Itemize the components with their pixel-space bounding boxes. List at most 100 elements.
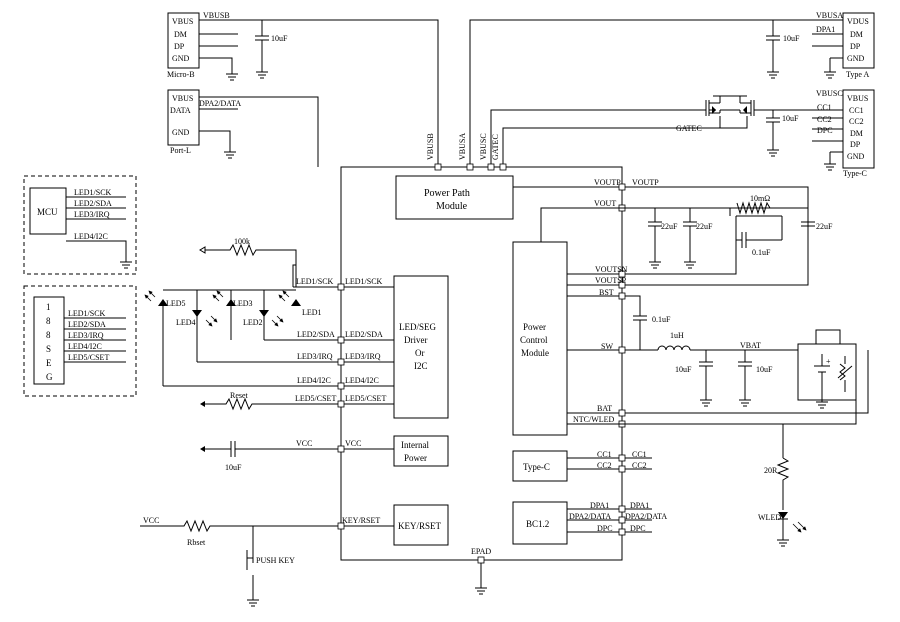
pin-vbusc-pad (487, 163, 495, 171)
port-l-caption: Port-L (170, 146, 191, 155)
cap-vout2-value: 22uF (696, 222, 713, 231)
pin-tag-vbusa: VBUSA (458, 133, 467, 160)
type-a-caption: Type A (846, 70, 869, 79)
tc-cc1-right: CC1 (632, 450, 647, 459)
power-path-line2: Module (436, 201, 468, 212)
net-voutsn: VOUTSN (595, 265, 628, 274)
type-a-connector: VDUS DM DP GND Type A (842, 12, 875, 79)
seg-pin-3: LED3/IRQ (68, 331, 104, 340)
net-dpc: DPC (817, 126, 833, 135)
bc-dpa2: DPA2/DATA (569, 512, 611, 521)
cap-micro-value: 10uF (271, 34, 288, 43)
micro-b-pin-gnd: GND (172, 54, 190, 63)
bc-dpc: DPC (597, 524, 613, 533)
led-outer-4: LED4/I2C (297, 376, 331, 385)
net-cc2: CC2 (817, 115, 832, 124)
mcu-chip (29, 187, 67, 235)
power-control-line3: Module (521, 348, 549, 358)
led-outer-2: LED2/SDA (297, 330, 335, 339)
bc-dpa2-right: DPA2/DATA (625, 512, 667, 521)
cap-bat-value: 10uF (756, 365, 773, 374)
net-bst: BST (599, 288, 614, 297)
led-driver-line2: Driver (404, 335, 428, 345)
net-wled: WLED (758, 513, 781, 522)
type-a-pin-vdus: VDUS (847, 17, 869, 26)
power-path-line1: Power Path (424, 188, 470, 199)
net-vbat: VBAT (740, 341, 761, 350)
net-cc1: CC1 (817, 103, 832, 112)
res-rset-label: Rbset (187, 538, 206, 547)
micro-b-pin-dm: DM (174, 30, 187, 39)
res-led-value: 100k (234, 237, 250, 246)
battery-plus-sign: + (826, 357, 831, 366)
led-driver-line1: LED/SEG (399, 322, 436, 332)
type-c-pin-gnd: GND (847, 152, 865, 161)
seg-display (33, 296, 65, 385)
power-control-module (512, 241, 568, 436)
tc-cc1: CC1 (597, 450, 612, 459)
wled-resistor-value: 20R (764, 466, 778, 475)
internal-power (393, 435, 449, 467)
key-rset-label: KEY/RSET (398, 521, 442, 531)
port-l-pin-gnd: GND (172, 128, 190, 137)
mcu-pin-4: LED4/I2C (74, 232, 108, 241)
type-c-caption: Type-C (843, 169, 867, 178)
led-name-led3: LED3 (233, 299, 253, 308)
type-c-pin-dp: DP (850, 140, 861, 149)
power-control-pins: VOUTSN VOUTSP BST 0.1uF SW BAT NTC/WLED (567, 240, 869, 458)
micro-b-caption: Micro-B (167, 70, 195, 79)
led-inner-3: LED3/IRQ (345, 352, 381, 361)
wled-path: 20R WLED (758, 457, 807, 547)
sense-cap-value: 0.1uF (752, 248, 771, 257)
key-rset-pin: KEY/RSET (342, 516, 380, 525)
main-ic-outline (340, 166, 623, 561)
mcu-title: MCU (37, 207, 58, 217)
bst-cap-value: 0.1uF (652, 315, 671, 324)
power-control-line2: Control (520, 335, 548, 345)
led-outer-5: LED5/CSET (295, 394, 336, 403)
pin-vbusa-pad (466, 163, 474, 171)
led-seg-driver (393, 275, 449, 419)
type-c-pin-cc1: CC1 (849, 106, 864, 115)
port-l-connector: VBUS DATA GND Port-L (167, 89, 200, 155)
type-a-pin-dm: DM (850, 30, 863, 39)
type-c-connector: VBUS CC1 CC2 DM DP GND Type-C (842, 89, 875, 178)
micro-b-pin-dp: DP (174, 42, 185, 51)
net-voutsp: VOUTSP (595, 276, 627, 285)
mcu-option-frame (23, 175, 137, 275)
seg-digit-5: E (46, 358, 52, 368)
net-gatec: GATEC (676, 124, 702, 133)
top-pin-tags: VBUSB VBUSA VBUSC GATEC (426, 133, 500, 160)
port-l-pin-vbus: VBUS (172, 94, 193, 103)
pin-tag-gatec: GATEC (491, 134, 500, 160)
bc12-label: BC1.2 (526, 519, 549, 529)
pin-tag-vbusc: VBUSC (479, 133, 488, 160)
bc-dpa1-right: DPA1 (630, 501, 649, 510)
led-driver-line3: Or (415, 348, 425, 358)
net-sw: SW (601, 342, 613, 351)
led-name-led2: LED2 (243, 318, 263, 327)
led-inner-5: LED5/CSET (345, 394, 386, 403)
net-vout: VOUT (594, 199, 616, 208)
seg-pin-5: LED5/CSET (68, 353, 109, 362)
cap-typea-value: 10uF (783, 34, 800, 43)
push-key-label: PUSH KEY (256, 556, 295, 565)
power-path-module (395, 175, 514, 220)
net-voutp-left: VOUTP (594, 178, 621, 187)
inductor-value: 1uH (670, 331, 684, 340)
micro-b-pin-vbus: VBUS (172, 17, 193, 26)
led-outer-1: LED1/SCK (296, 277, 334, 286)
seg-pin-2: LED2/SDA (68, 320, 106, 329)
type-c-block (512, 450, 568, 482)
led-driver-line4: I2C (414, 361, 428, 371)
net-vbusa: VBUSA (816, 11, 843, 20)
led-inner-4: LED4/I2C (345, 376, 379, 385)
seg-pin-4: LED4/I2C (68, 342, 102, 351)
net-vcc-key: VCC (143, 516, 159, 525)
epad-pad (477, 556, 485, 564)
led-name-led5: LED5 (166, 299, 186, 308)
led-outer-3: LED3/IRQ (297, 352, 333, 361)
cap-typec-value: 10uF (782, 114, 799, 123)
